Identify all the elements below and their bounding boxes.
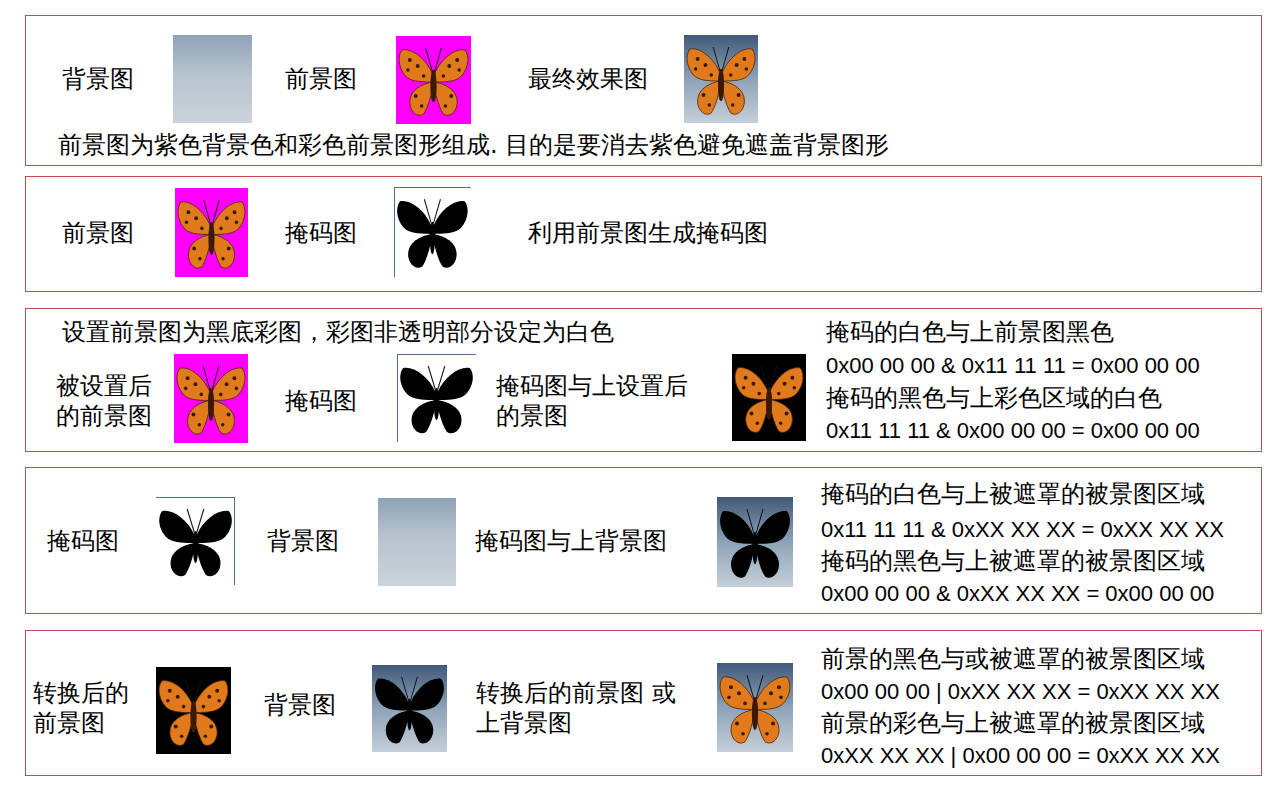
label-text: 背景图 — [267, 526, 339, 556]
label-text: 掩码的黑色与上被遮罩的被景图区域 — [821, 546, 1205, 576]
text-slot: 前景图 — [62, 218, 134, 248]
result-image — [717, 497, 793, 587]
result-image — [732, 354, 806, 441]
text-slot: 0x00 00 00 & 0xXX XX XX = 0x00 00 00 — [821, 580, 1214, 608]
label-text: 前景的彩色与上被遮罩的被景图区域 — [821, 708, 1205, 738]
label-text: 前景的黑色与或被遮罩的被景图区域 — [821, 644, 1205, 674]
foreground-image — [396, 36, 471, 124]
text-slot: 背景图 — [267, 526, 339, 556]
foreground-image — [174, 354, 248, 443]
mask-image — [394, 187, 471, 277]
label-text: 前景图 — [62, 218, 134, 248]
text-slot: 掩码的白色与上前景图黑色 — [826, 317, 1114, 347]
panel-box: 背景图 前景图 最终效果图前景图为紫色背景色和彩色前景图形组成. 目的是要消去紫色避… — [25, 15, 1262, 166]
label-text: 最终效果图 — [528, 64, 648, 94]
label-text: 转换后的 前景图 — [33, 678, 149, 738]
text-slot: 0xXX XX XX | 0x00 00 00 = 0xXX XX XX — [821, 742, 1220, 770]
panel-box: 转换后的 前景图 背景图 转换后的前景图 或上背景图 前景的黑色与或被遮罩的被景图区域… — [25, 630, 1262, 776]
label-text: 被设置后 的前景图 — [56, 371, 172, 431]
text-slot: 最终效果图 — [528, 64, 648, 94]
text-slot: 被设置后 的前景图 — [56, 371, 172, 431]
label-text: 掩码的白色与上前景图黑色 — [826, 317, 1114, 347]
label-text: 掩码图 — [47, 526, 119, 556]
label-text: 掩码图 — [285, 218, 357, 248]
equation-text: 0x11 11 11 & 0x00 00 00 = 0x00 00 00 — [826, 417, 1200, 445]
text-slot: 转换后的 前景图 — [33, 678, 149, 738]
mask-image — [156, 497, 235, 585]
label-text: 背景图 — [264, 690, 336, 720]
text-slot: 0x00 00 00 | 0xXX XX XX = 0xXX XX XX — [821, 678, 1220, 706]
text-slot: 背景图 — [264, 690, 336, 720]
label-text: 掩码的白色与上被遮罩的被景图区域 — [821, 479, 1205, 509]
panel-box: 前景图 掩码图 利用前景图生成掩码图 — [25, 176, 1262, 292]
mask-image — [397, 354, 476, 442]
result-image — [717, 663, 793, 752]
equation-text: 0x11 11 11 & 0xXX XX XX = 0xXX XX XX — [821, 516, 1224, 544]
panel-box: 掩码图 背景图 掩码图与上背景图 掩码的白色与上被遮罩的被景图区域 0x11 11 11… — [25, 467, 1262, 614]
panel-box: 设置前景图为黑底彩图，彩图非透明部分设定为白色被设置后 的前景图 掩码图 掩码图与上… — [25, 308, 1262, 452]
label-text: 掩码图 — [285, 386, 357, 416]
text-slot: 设置前景图为黑底彩图，彩图非透明部分设定为白色 — [62, 317, 614, 347]
label-text: 前景图为紫色背景色和彩色前景图形组成. 目的是要消去紫色避免遮盖背景图形 — [58, 130, 889, 160]
background-image — [378, 498, 456, 586]
text-slot: 掩码图与上背景图 — [475, 526, 667, 556]
equation-text: 0x00 00 00 & 0x11 11 11 = 0x00 00 00 — [826, 352, 1200, 380]
label-text: 转换后的前景图 或上背景图 — [476, 678, 676, 738]
label-text: 掩码图与上设置后 的景图 — [496, 371, 716, 431]
equation-text: 0xXX XX XX | 0x00 00 00 = 0xXX XX XX — [821, 742, 1220, 770]
text-slot: 0x00 00 00 & 0x11 11 11 = 0x00 00 00 — [826, 352, 1200, 380]
text-slot: 背景图 — [62, 64, 134, 94]
text-slot: 掩码的黑色与上彩色区域的白色 — [826, 383, 1162, 413]
text-slot: 0x11 11 11 & 0xXX XX XX = 0xXX XX XX — [821, 516, 1224, 544]
text-slot: 掩码图与上设置后 的景图 — [496, 371, 716, 431]
label-text: 掩码图与上背景图 — [475, 526, 667, 556]
text-slot: 掩码图 — [47, 526, 119, 556]
text-slot: 掩码图 — [285, 386, 357, 416]
text-slot: 0x11 11 11 & 0x00 00 00 = 0x00 00 00 — [826, 417, 1200, 445]
foreground-image — [156, 667, 231, 754]
text-slot: 转换后的前景图 或上背景图 — [476, 678, 676, 738]
background-image — [173, 35, 252, 123]
result-image — [684, 35, 758, 123]
background-image — [372, 665, 447, 752]
label-text: 掩码的黑色与上彩色区域的白色 — [826, 383, 1162, 413]
label-text: 设置前景图为黑底彩图，彩图非透明部分设定为白色 — [62, 317, 614, 347]
label-text: 前景图 — [285, 64, 357, 94]
label-text: 背景图 — [62, 64, 134, 94]
text-slot: 前景图 — [285, 64, 357, 94]
equation-text: 0x00 00 00 | 0xXX XX XX = 0xXX XX XX — [821, 678, 1220, 706]
equation-text: 0x00 00 00 & 0xXX XX XX = 0x00 00 00 — [821, 580, 1214, 608]
text-slot: 前景的彩色与上被遮罩的被景图区域 — [821, 708, 1205, 738]
text-slot: 前景的黑色与或被遮罩的被景图区域 — [821, 644, 1205, 674]
text-slot: 掩码图 — [285, 218, 357, 248]
text-slot: 利用前景图生成掩码图 — [528, 218, 768, 248]
label-text: 利用前景图生成掩码图 — [528, 218, 768, 248]
foreground-image — [175, 188, 248, 277]
text-slot: 前景图为紫色背景色和彩色前景图形组成. 目的是要消去紫色避免遮盖背景图形 — [58, 130, 889, 160]
text-slot: 掩码的黑色与上被遮罩的被景图区域 — [821, 546, 1205, 576]
text-slot: 掩码的白色与上被遮罩的被景图区域 — [821, 479, 1205, 509]
